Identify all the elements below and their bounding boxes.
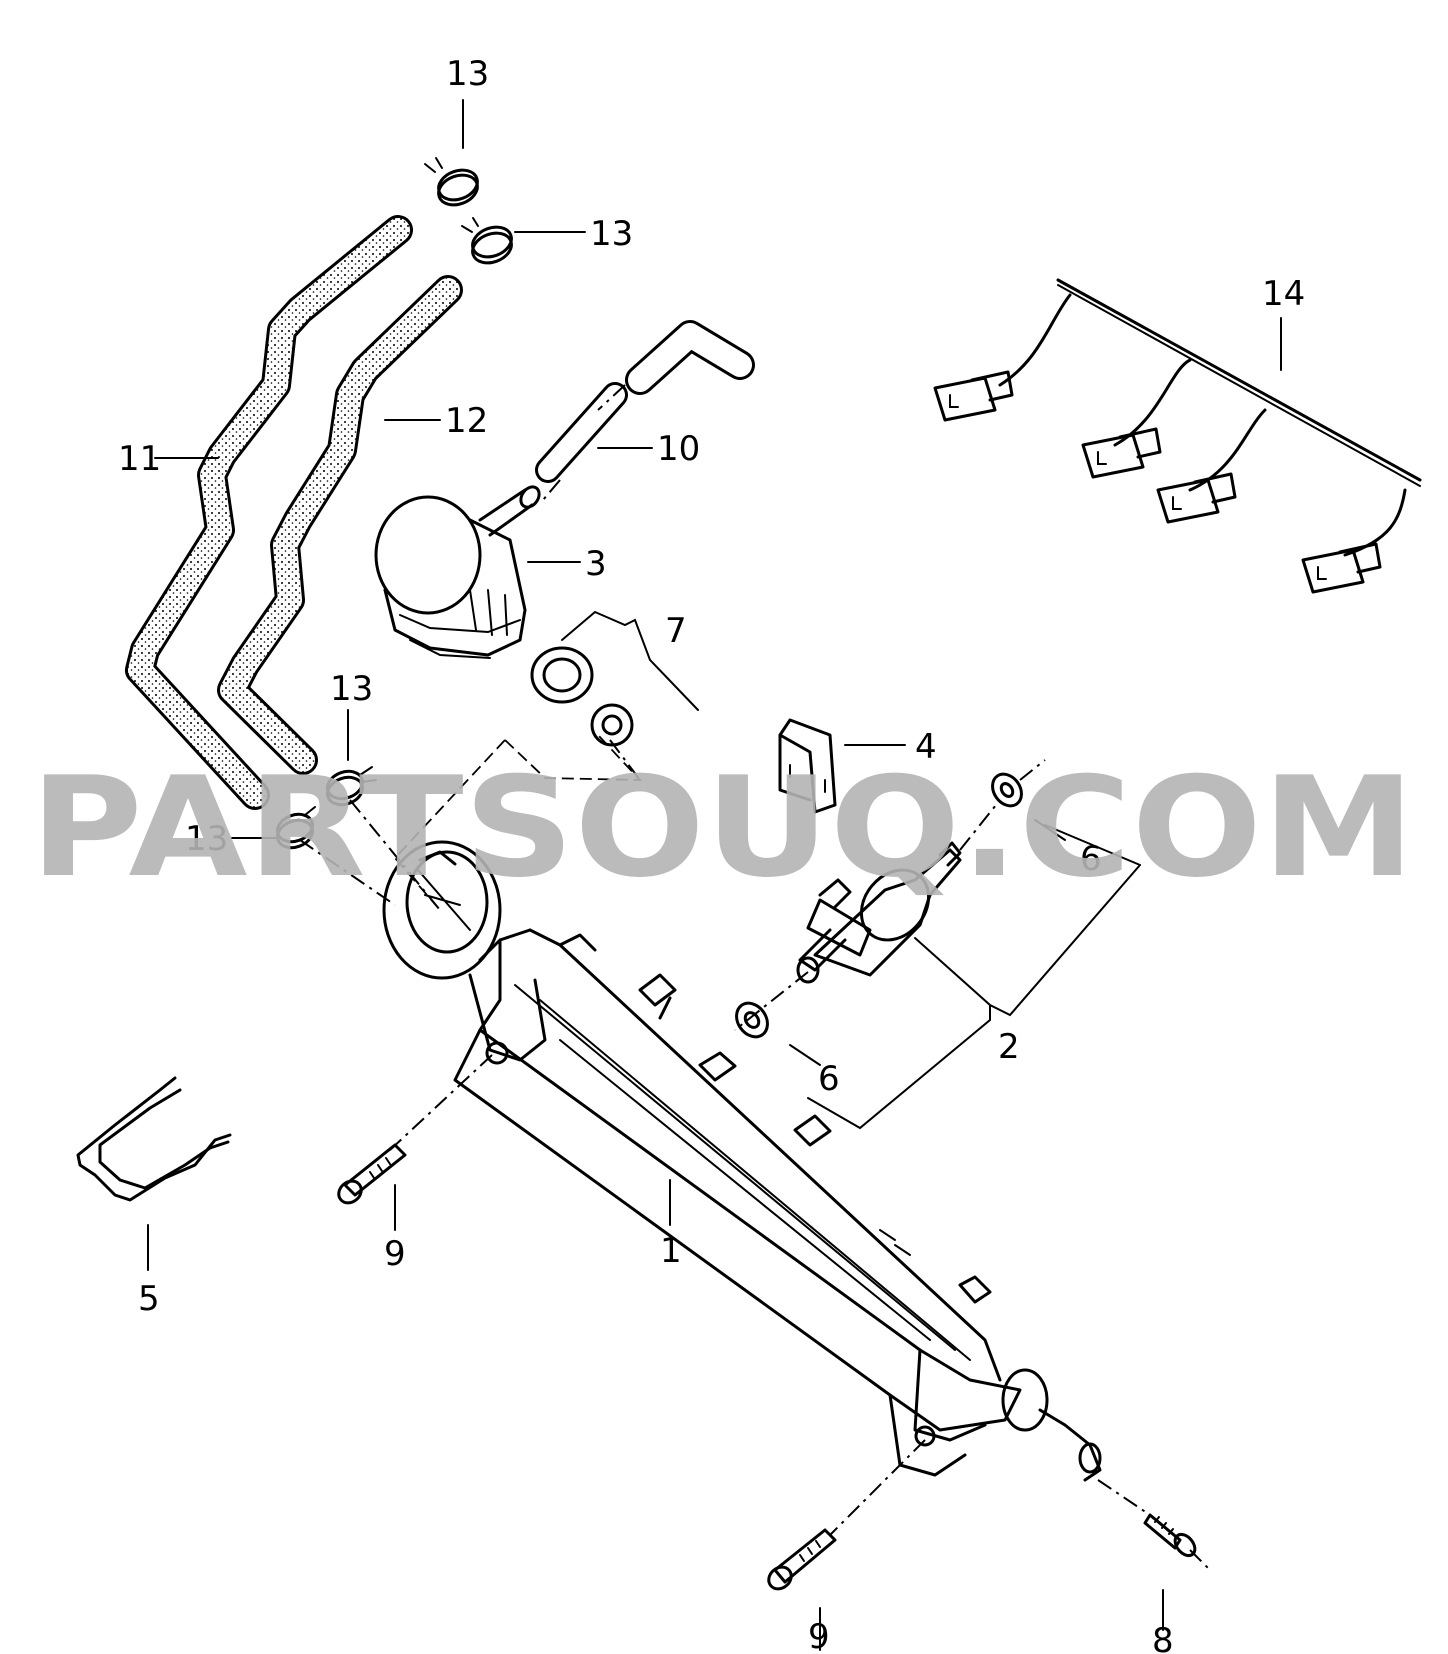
hose-clamp-13-lower[interactable] [274,806,317,852]
injector-clip-4[interactable] [778,718,837,814]
callout-9-upper: 9 [384,1234,406,1274]
callout-6-upper: 6 [1080,839,1102,879]
callout-3: 3 [585,544,607,584]
fuel-injector-2[interactable] [796,841,962,984]
injector-wiring-harness-14[interactable] [933,278,1422,594]
screw-8[interactable] [1143,1513,1199,1559]
callout-14: 14 [1262,274,1305,314]
hose-clamp-13-upper[interactable] [461,217,516,268]
callout-labels: 13 13 11 12 10 3 7 13 4 13 6 2 6 1 5 9 9… [118,54,1305,1654]
fuel-rail-1[interactable] [382,840,1102,1482]
injector-seal-6-upper[interactable] [987,769,1028,812]
bolt-9-lower[interactable] [764,1528,837,1593]
hose-clamp-13-mid[interactable] [324,766,377,810]
fuel-hose-12[interactable] [217,275,463,775]
injector-connector-1[interactable] [933,370,1014,422]
callout-13-top: 13 [446,54,489,94]
callout-2: 2 [998,1027,1020,1067]
callout-10: 10 [657,429,700,469]
injector-seal-6-lower[interactable] [730,997,774,1043]
callout-11: 11 [118,439,161,479]
injector-connector-2[interactable] [1081,427,1162,479]
watermark: PARTSOUQ.COM [30,747,1415,908]
callout-13-mid: 13 [330,669,373,709]
callout-9-lower: 9 [808,1617,830,1654]
vacuum-hose-10[interactable] [535,320,755,483]
callout-1: 1 [660,1231,682,1271]
injector-connector-3[interactable] [1156,472,1237,524]
callout-6-lower: 6 [818,1059,840,1099]
o-ring-7-large[interactable] [530,646,594,704]
bolt-9-upper[interactable] [334,1143,407,1207]
callout-8: 8 [1152,1621,1174,1654]
retaining-clip-5[interactable] [76,1076,232,1202]
callout-12: 12 [445,401,488,441]
assembly-lines [299,384,1211,1571]
callout-13-lower: 13 [185,819,228,859]
leader-lines [147,99,1282,1651]
o-ring-7-small[interactable] [590,703,634,747]
callout-4: 4 [915,727,937,767]
callout-13-upper: 13 [590,214,633,254]
hose-clamp-13-top[interactable] [424,157,482,210]
injector-connector-4[interactable] [1301,542,1382,594]
callout-5: 5 [138,1279,160,1319]
fuel-hose-11[interactable] [125,215,413,810]
callout-7: 7 [665,611,687,651]
fuel-pressure-regulator-3[interactable] [374,483,543,659]
